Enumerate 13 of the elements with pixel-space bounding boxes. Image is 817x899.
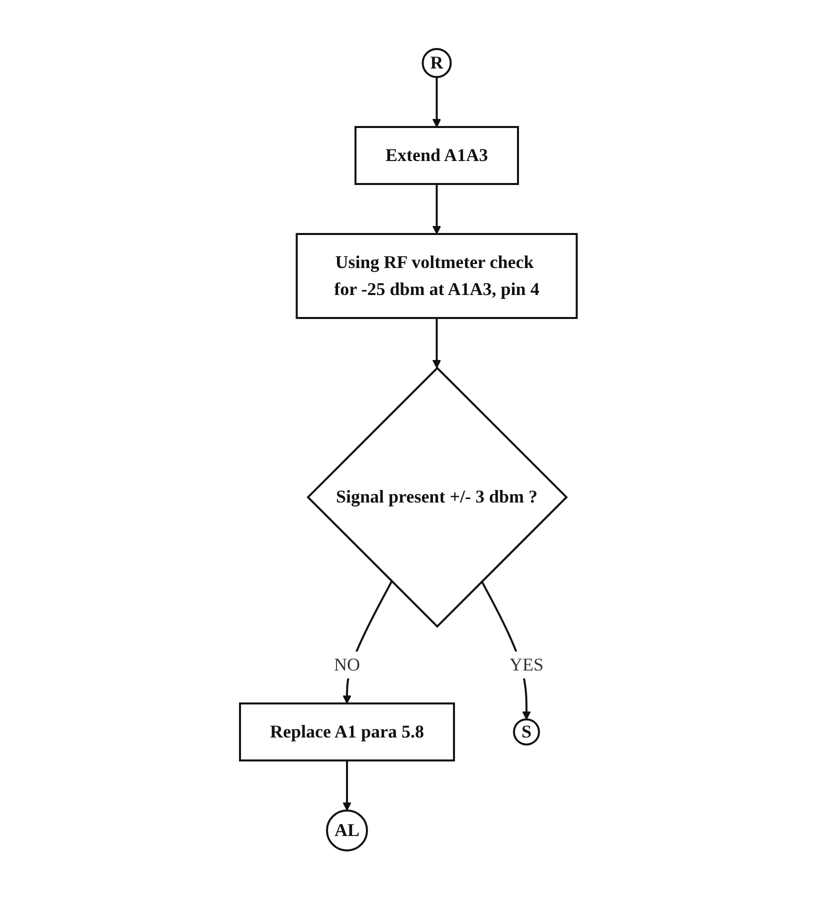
edge-label: NO [334,654,360,674]
arrow [342,760,352,811]
node-box: Using RF voltmeter check for -25 dbm at A1A3, pin 4 [296,232,578,319]
node-circle: S [513,718,540,746]
edge-label: YES [510,654,544,674]
node-circle: R [422,48,452,78]
node-circle: AL [326,809,368,852]
arrow [432,184,442,234]
node-box: Replace A1 para 5.8 [239,702,456,762]
arrow [432,318,442,368]
node-box: Extend A1A3 [354,126,520,185]
arrow [432,76,442,128]
node-diamond: Signal present +/- 3 dbm ? [306,366,568,628]
